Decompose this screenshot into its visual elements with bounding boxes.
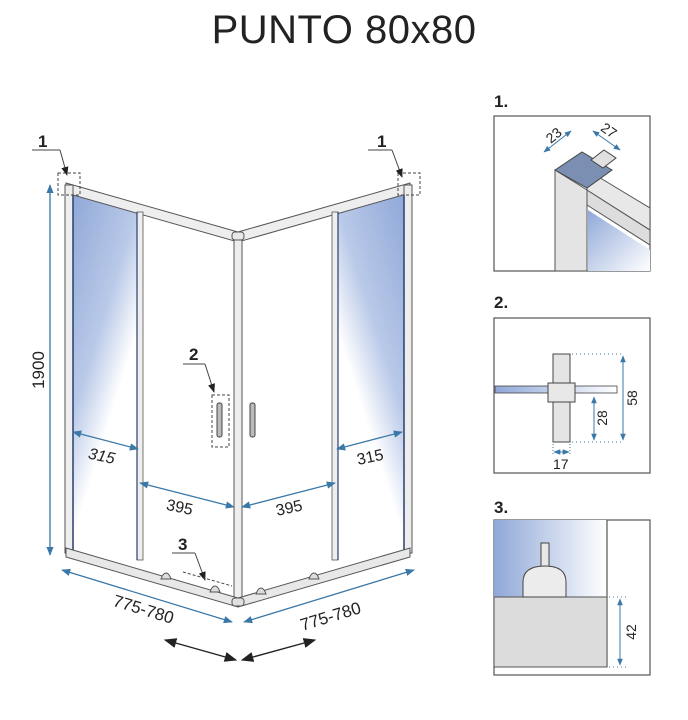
svg-text:1: 1 bbox=[38, 132, 47, 151]
dim-door-right: 395 bbox=[241, 481, 336, 520]
svg-text:1: 1 bbox=[377, 132, 386, 151]
main-enclosure bbox=[57, 172, 421, 608]
svg-text:28: 28 bbox=[594, 410, 610, 426]
dim-door-left: 395 bbox=[139, 481, 235, 519]
svg-text:3: 3 bbox=[178, 535, 187, 554]
svg-text:775-780: 775-780 bbox=[298, 598, 363, 634]
callout-3: 3 bbox=[172, 535, 233, 587]
svg-text:17: 17 bbox=[553, 456, 569, 472]
callout-1-left-box bbox=[57, 172, 81, 196]
svg-text:1.: 1. bbox=[494, 92, 508, 111]
svg-text:775-780: 775-780 bbox=[111, 591, 176, 627]
callout-1-left: 1 bbox=[32, 132, 69, 176]
svg-text:2: 2 bbox=[189, 345, 198, 364]
detail-3: 3. 42 bbox=[493, 498, 651, 676]
svg-text:3.: 3. bbox=[494, 498, 508, 517]
svg-text:1900: 1900 bbox=[29, 351, 48, 389]
dim-height: 1900 bbox=[29, 184, 54, 556]
svg-text:315: 315 bbox=[355, 447, 385, 469]
callout-2: 2 bbox=[183, 345, 215, 393]
callout-2-box bbox=[211, 394, 230, 448]
callout-1-right: 1 bbox=[368, 132, 403, 178]
svg-text:395: 395 bbox=[274, 498, 304, 520]
dim-fixed-left: 315 bbox=[72, 430, 139, 468]
svg-text:58: 58 bbox=[624, 390, 640, 406]
left-fixed-glass bbox=[72, 195, 140, 560]
svg-text:315: 315 bbox=[87, 446, 117, 468]
page-title: PUNTO 80x80 bbox=[211, 8, 477, 52]
dim-fixed-right: 315 bbox=[336, 430, 403, 469]
sliding-direction-arrows bbox=[163, 638, 317, 662]
detail-2: 2. 58 28 17 bbox=[493, 293, 651, 474]
detail-1: 1. 23 27 bbox=[493, 92, 651, 272]
svg-text:42: 42 bbox=[623, 624, 639, 640]
callout-1-right-box bbox=[397, 172, 421, 196]
svg-text:2.: 2. bbox=[494, 293, 508, 312]
svg-text:395: 395 bbox=[165, 497, 195, 519]
right-fixed-glass bbox=[335, 195, 405, 560]
